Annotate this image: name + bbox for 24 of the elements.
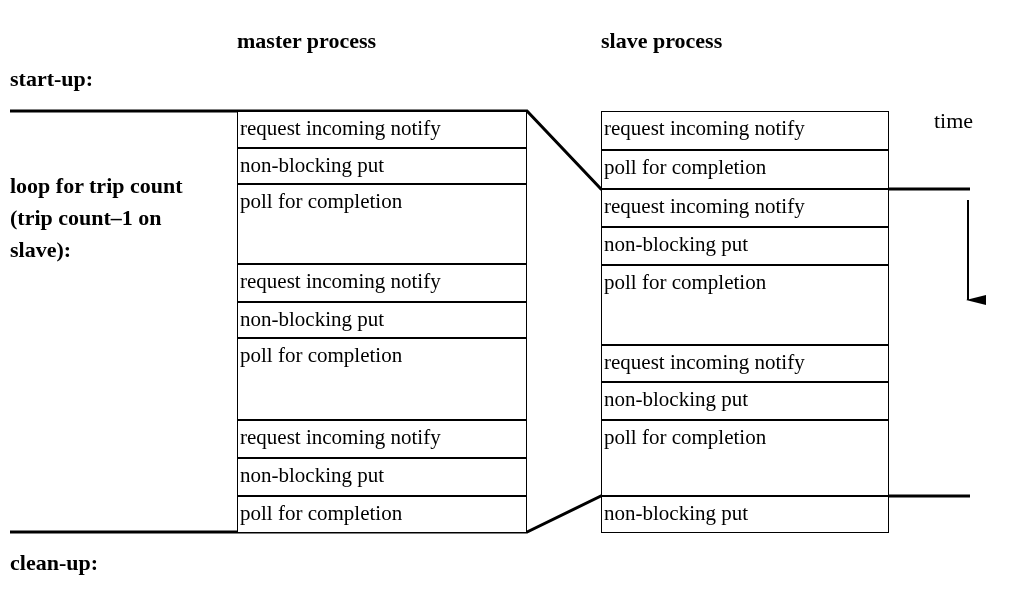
step-cell: non-blocking put [601,496,889,533]
phase-label: clean-up: [10,550,98,576]
axis-label: time [934,108,974,134]
step-cell: non-blocking put [601,382,889,420]
phase-label: loop for trip count (trip count–1 on slave): [10,172,184,264]
step-cell: poll for completion [237,496,527,533]
step-cell: poll for completion [237,184,527,264]
step-cell: poll for completion [601,420,889,496]
step-cell: request incoming notify [601,345,889,382]
step-cell: request incoming notify [237,420,527,458]
column-heading: slave process [601,28,723,54]
step-cell: request incoming notify [601,111,889,150]
step-cell: non-blocking put [601,227,889,265]
step-cell: request incoming notify [237,264,527,302]
step-cell: request incoming notify [601,189,889,227]
column-heading: master process [237,28,377,54]
step-cell: non-blocking put [237,148,527,184]
phase-label: start-up: [10,66,94,92]
step-cell: non-blocking put [237,302,527,338]
step-cell: poll for completion [237,338,527,420]
step-cell: poll for completion [601,265,889,345]
step-cell: request incoming notify [237,111,527,148]
step-cell: poll for completion [601,150,889,189]
step-cell: non-blocking put [237,458,527,496]
